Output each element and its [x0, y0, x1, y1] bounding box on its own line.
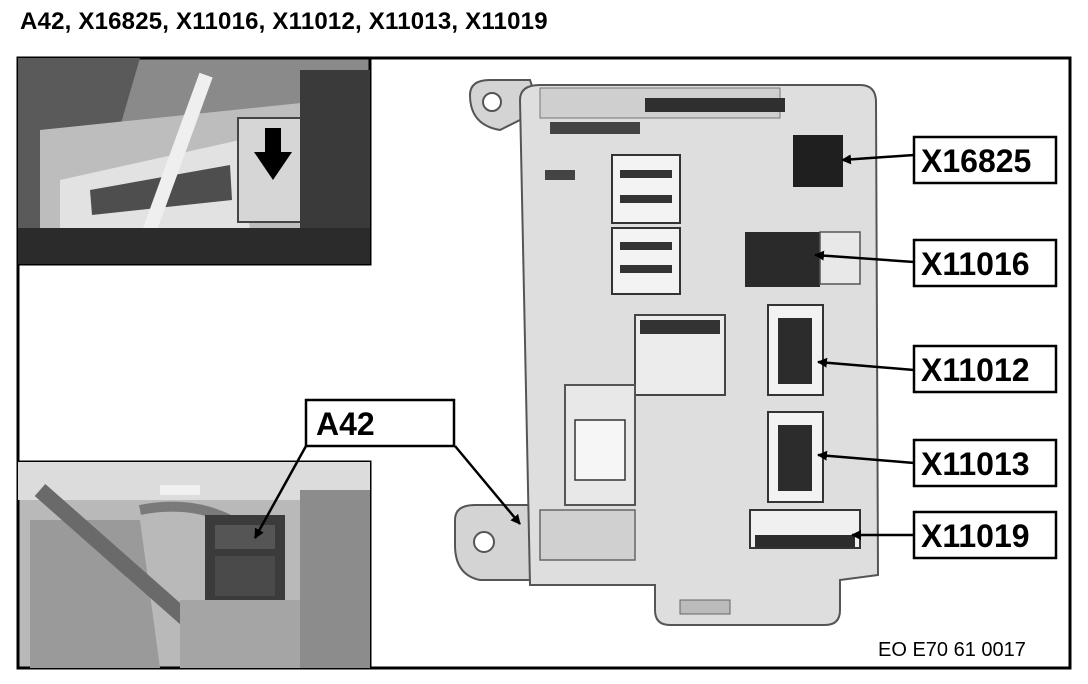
callout-x11012: X11012 — [912, 344, 1058, 394]
callout-x11013: X11013 — [912, 438, 1058, 488]
callout-x11016: X11016 — [912, 238, 1058, 288]
callout-label: A42 — [316, 406, 375, 442]
callout-x16825: X16825 — [912, 135, 1058, 185]
diagram-title: A42, X16825, X11016, X11012, X11013, X11… — [20, 8, 548, 35]
callout-x11019: X11019 — [912, 510, 1058, 560]
callout-label: X11016 — [921, 246, 1030, 282]
connector-x16825-shape — [793, 135, 843, 187]
callout-label: X11019 — [921, 518, 1030, 554]
callout-a42: A42 — [304, 398, 456, 448]
fuse-box-module — [454, 79, 880, 626]
leader-lines — [253, 153, 915, 540]
callout-label: X11012 — [921, 352, 1030, 388]
inset-photo-top — [16, 56, 372, 266]
callout-label: X16825 — [921, 143, 1031, 179]
inset-photo-bottom — [16, 460, 372, 670]
mounting-hole — [473, 531, 495, 553]
connector-x11016-shape — [745, 232, 820, 287]
reference-code: EO E70 61 0017 — [878, 639, 1026, 661]
down-arrow-icon — [254, 128, 292, 180]
mounting-hole — [482, 92, 502, 112]
callout-label: X11013 — [921, 446, 1030, 482]
